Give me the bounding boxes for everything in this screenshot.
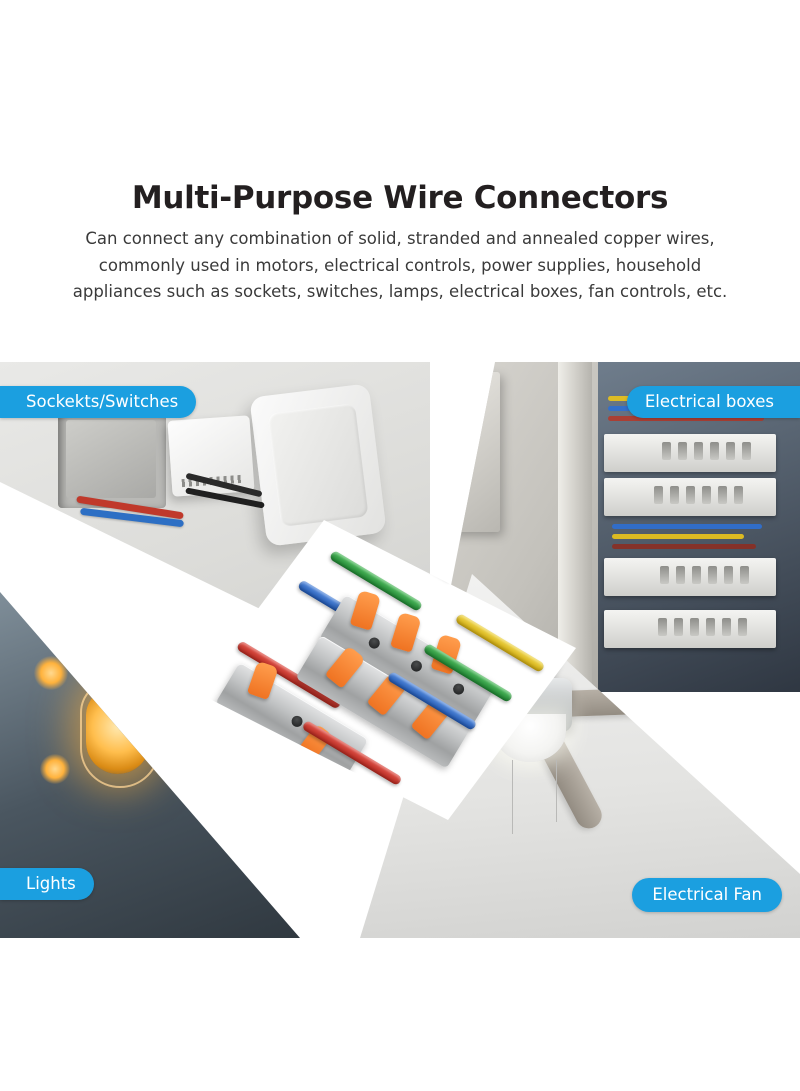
background-bulb [34,656,68,690]
page-title: Multi-Purpose Wire Connectors [131,180,669,216]
breaker-row [604,478,776,516]
wall-switch-plate [249,383,387,547]
pendant-cord [114,600,118,678]
header-block: Multi-Purpose Wire Connectors Can connec… [0,178,800,306]
panel-wire [608,416,764,421]
background-bulb [150,652,180,682]
application-collage: Sockekts/Switches Electrical boxes Light… [0,362,800,938]
background-bulb [40,754,70,784]
panel-wire [612,544,756,549]
label-text: Electrical boxes [644,391,774,411]
panel-wire [612,524,762,529]
label-lights: Lights [0,868,94,900]
label-text: Electrical Fan [652,884,762,904]
background-bulb [200,740,262,802]
breaker-row [604,434,776,472]
label-electrical-boxes: Electrical boxes [626,386,800,418]
label-electrical-fan: Electrical Fan [632,878,782,912]
page-description: Can connect any combination of solid, st… [72,229,728,301]
enclosure-box [430,372,500,532]
lamp-socket [100,668,132,694]
panel-wire [612,534,744,539]
cable-conduit [558,362,592,692]
label-text: Sockekts/Switches [26,391,179,411]
bulb-cage [80,680,160,788]
label-text: Lights [26,873,76,893]
pull-chain [512,760,513,834]
label-sockets-switches: Sockekts/Switches [0,386,197,418]
pull-chain [556,760,557,822]
wall-back-box [58,410,166,508]
breaker-row [604,610,776,648]
breaker-row [604,558,776,596]
